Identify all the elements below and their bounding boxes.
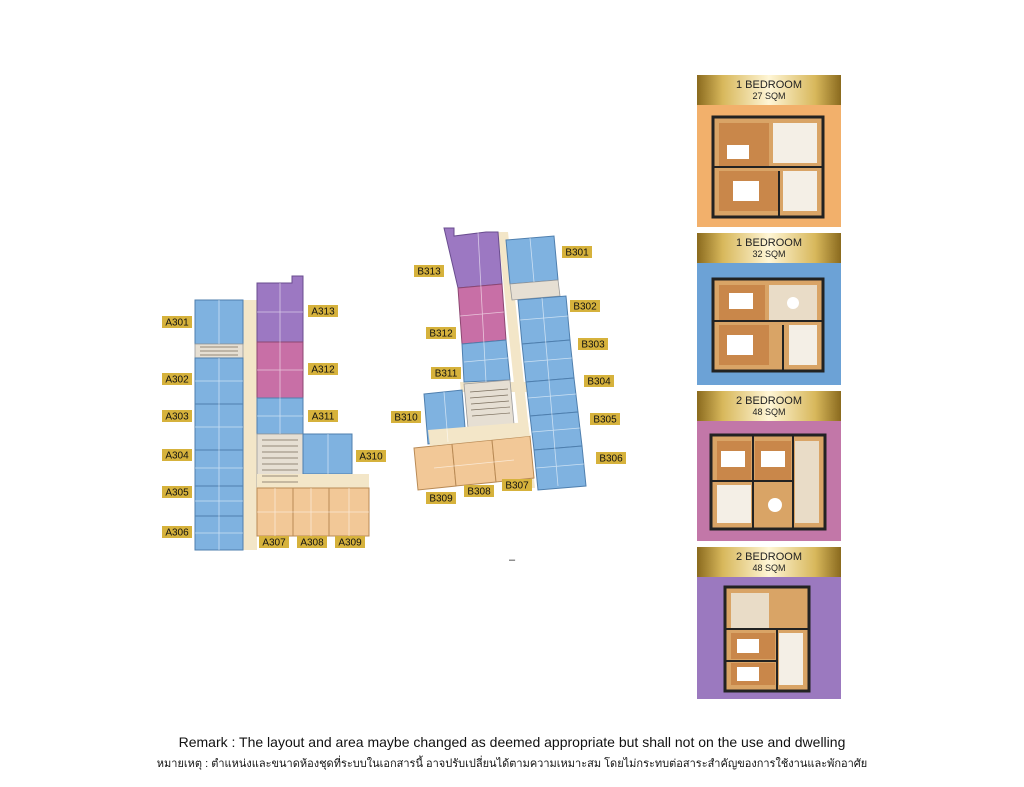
legend-swatch: [697, 421, 841, 541]
legend-area: 48 SQM: [752, 563, 786, 573]
label-b304[interactable]: B304: [584, 375, 614, 388]
legend-1br-27[interactable]: 1 BEDROOM 27 SQM: [697, 75, 841, 227]
unit-plan-thumbnail: [723, 585, 811, 693]
legend-swatch: [697, 105, 841, 227]
svg-text:A305: A305: [165, 488, 189, 499]
label-a311[interactable]: A311: [308, 410, 338, 423]
label-b308[interactable]: B308: [464, 485, 494, 498]
legend-area: 48 SQM: [752, 407, 786, 417]
svg-text:B306: B306: [599, 454, 623, 465]
legend-2br-48-purple[interactable]: 2 BEDROOM 48 SQM: [697, 547, 841, 699]
label-a303[interactable]: A303: [162, 410, 192, 423]
legend-header: 2 BEDROOM 48 SQM: [697, 547, 841, 577]
svg-text:B311: B311: [435, 369, 458, 380]
svg-text:A302: A302: [165, 375, 189, 386]
label-a312[interactable]: A312: [308, 363, 338, 376]
corridor-a-south: [257, 474, 369, 488]
legend-2br-48-pink[interactable]: 2 BEDROOM 48 SQM: [697, 391, 841, 541]
svg-text:A308: A308: [300, 538, 324, 549]
label-b311[interactable]: B311: [431, 367, 461, 380]
label-b307[interactable]: B307: [502, 479, 532, 492]
legend-area: 32 SQM: [752, 249, 786, 259]
label-b310[interactable]: B310: [391, 411, 421, 424]
remark-thai: หมายเหตุ : ตำแหน่งและขนาดห้องชุดที่ระบบใ…: [156, 758, 868, 770]
label-a306[interactable]: A306: [162, 526, 192, 539]
label-a308[interactable]: A308: [297, 536, 327, 549]
legend-header: 1 BEDROOM 27 SQM: [697, 75, 841, 105]
svg-text:A311: A311: [312, 412, 335, 423]
svg-text:A310: A310: [359, 452, 383, 463]
unit-b307-room[interactable]: [491, 435, 535, 483]
svg-text:B301: B301: [565, 248, 589, 259]
svg-text:A301: A301: [165, 318, 189, 329]
unit-b309-room[interactable]: [413, 443, 457, 491]
svg-text:B302: B302: [573, 302, 597, 313]
label-b303[interactable]: B303: [578, 338, 608, 351]
label-a310[interactable]: A310: [356, 450, 386, 463]
unit-a310-room[interactable]: [302, 433, 353, 475]
legend-type: 2 BEDROOM: [735, 395, 802, 407]
label-a302[interactable]: A302: [162, 373, 192, 386]
legend-area: 27 SQM: [752, 91, 786, 101]
svg-text:B304: B304: [587, 377, 611, 388]
label-a313[interactable]: A313: [308, 305, 338, 318]
unit-b303-room[interactable]: [521, 339, 575, 383]
unit-b305-room[interactable]: [529, 411, 583, 451]
label-b305[interactable]: B305: [590, 413, 620, 426]
label-b302[interactable]: B302: [570, 300, 600, 313]
building-a-corridor: [243, 300, 257, 550]
svg-text:B313: B313: [417, 267, 441, 278]
legend-swatch: [697, 263, 841, 385]
unit-labels: A301 A302 A303 A304 A305 A306 A313 A312 …: [162, 246, 626, 549]
unit-b308-room[interactable]: [451, 439, 497, 487]
svg-text:A309: A309: [338, 538, 362, 549]
unit-plan-thumbnail: [711, 277, 825, 373]
legend-swatch: [697, 577, 841, 699]
svg-text:B305: B305: [593, 415, 617, 426]
dash-mark: –: [509, 554, 516, 566]
label-a304[interactable]: A304: [162, 449, 192, 462]
unit-b304-room[interactable]: [525, 377, 579, 417]
svg-text:A304: A304: [165, 451, 189, 462]
svg-text:A303: A303: [165, 412, 189, 423]
label-b313[interactable]: B313: [414, 265, 444, 278]
svg-text:B310: B310: [394, 413, 418, 424]
legend-1br-32[interactable]: 1 BEDROOM 32 SQM: [697, 233, 841, 385]
svg-text:A312: A312: [311, 365, 335, 376]
svg-text:A306: A306: [165, 528, 189, 539]
legend-type: 1 BEDROOM: [735, 79, 802, 91]
label-a307[interactable]: A307: [259, 536, 289, 549]
building-b: [413, 227, 587, 491]
legend-header: 2 BEDROOM 48 SQM: [697, 391, 841, 421]
svg-text:B312: B312: [429, 329, 453, 340]
label-a305[interactable]: A305: [162, 486, 192, 499]
label-a309[interactable]: A309: [335, 536, 365, 549]
label-b309[interactable]: B309: [426, 492, 456, 505]
label-a301[interactable]: A301: [162, 316, 192, 329]
unit-plan-thumbnail: [711, 115, 825, 219]
legend-type: 1 BEDROOM: [735, 237, 802, 249]
svg-text:B308: B308: [467, 487, 491, 498]
legend-header: 1 BEDROOM 32 SQM: [697, 233, 841, 263]
svg-text:A313: A313: [311, 307, 335, 318]
label-b306[interactable]: B306: [596, 452, 626, 465]
legend-type: 2 BEDROOM: [735, 551, 802, 563]
unit-b313-room[interactable]: [443, 227, 503, 289]
svg-text:A307: A307: [262, 538, 286, 549]
label-b301[interactable]: B301: [562, 246, 592, 259]
label-b312[interactable]: B312: [426, 327, 456, 340]
remark-english: Remark : The layout and area maybe chang…: [178, 734, 846, 750]
svg-text:B303: B303: [581, 340, 605, 351]
unit-plan-thumbnail: [709, 433, 827, 531]
unit-b306-room[interactable]: [533, 445, 587, 491]
svg-text:B309: B309: [429, 494, 453, 505]
building-a: [194, 275, 370, 551]
svg-text:B307: B307: [505, 481, 529, 492]
